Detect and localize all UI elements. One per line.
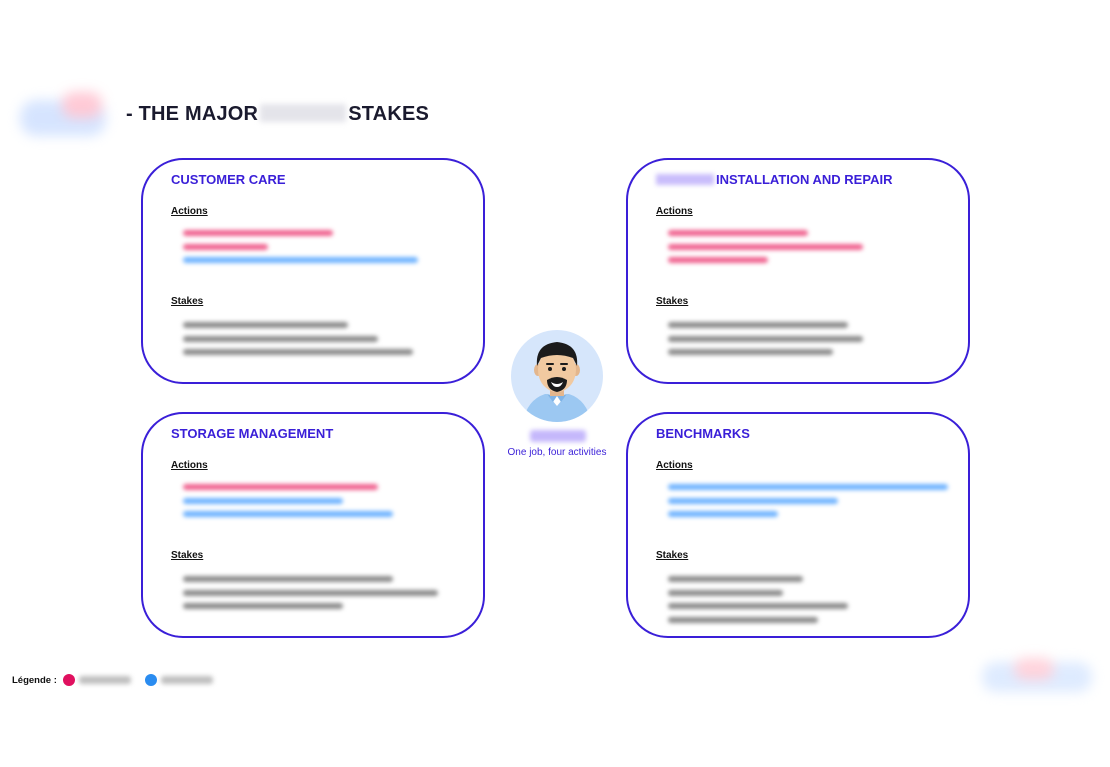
list-item — [183, 349, 413, 355]
card-installation-repair: INSTALLATION AND REPAIR Actions Stakes — [626, 158, 970, 384]
page-title: - THE MAJOR STAKES — [126, 103, 429, 126]
actions-label: Actions — [171, 460, 208, 471]
list-item — [183, 511, 393, 517]
list-item — [668, 497, 838, 504]
list-item — [183, 497, 343, 504]
company-logo-icon — [14, 78, 118, 150]
redacted-text — [656, 174, 714, 185]
stakes-list — [668, 322, 958, 363]
actions-label: Actions — [656, 206, 693, 217]
list-item — [183, 322, 348, 328]
list-item — [183, 576, 393, 582]
legend-label: Légende : — [12, 674, 57, 686]
stakes-label: Stakes — [171, 550, 204, 561]
stakes-label: Stakes — [171, 296, 204, 307]
list-item — [183, 603, 343, 609]
list-item — [668, 230, 808, 236]
legend: Légende : — [12, 672, 221, 688]
legend-blue-dot-icon — [144, 674, 157, 686]
list-item — [668, 603, 848, 609]
actions-list — [668, 230, 958, 271]
stakes-list — [183, 576, 473, 617]
partner-logo-icon — [978, 652, 1102, 704]
page-title-prefix: - THE MAJOR — [126, 103, 259, 125]
center-subtitle: One job, four activities — [507, 447, 607, 458]
card-storage-management: STORAGE MANAGEMENT Actions Stakes — [141, 412, 485, 638]
card-customer-care: CUSTOMER CARE Actions Stakes — [141, 158, 485, 384]
list-item — [668, 616, 818, 623]
redacted-text — [530, 430, 586, 442]
actions-list — [183, 230, 473, 271]
card-title: STORAGE MANAGEMENT — [171, 426, 334, 441]
legend-red-dot-icon — [62, 674, 75, 686]
list-item — [183, 335, 378, 342]
card-title-text: INSTALLATION AND REPAIR — [716, 172, 893, 187]
card-title: INSTALLATION AND REPAIR — [656, 172, 892, 187]
redacted-text — [260, 104, 347, 122]
list-item — [668, 257, 768, 263]
list-item — [668, 349, 833, 355]
list-item — [668, 335, 863, 342]
list-item — [668, 484, 948, 490]
actions-label: Actions — [171, 206, 208, 217]
redacted-text — [160, 676, 213, 684]
stakes-label: Stakes — [656, 550, 689, 561]
actions-list — [668, 484, 958, 525]
list-item — [668, 589, 783, 596]
page-title-suffix: STAKES — [348, 103, 430, 125]
actions-label: Actions — [656, 460, 693, 471]
list-item — [183, 589, 438, 596]
stakes-list — [183, 322, 473, 363]
list-item — [668, 511, 778, 517]
person-avatar-icon — [511, 330, 603, 422]
redacted-text — [78, 676, 131, 684]
list-item — [183, 230, 333, 236]
actions-list — [183, 484, 473, 525]
card-benchmarks: BENCHMARKS Actions Stakes — [626, 412, 970, 638]
list-item — [183, 243, 268, 250]
stakes-label: Stakes — [656, 296, 689, 307]
list-item — [668, 576, 803, 582]
card-title: BENCHMARKS — [656, 426, 750, 441]
list-item — [183, 484, 378, 490]
list-item — [668, 243, 863, 250]
stakes-list — [668, 576, 958, 630]
card-title: CUSTOMER CARE — [171, 172, 286, 187]
list-item — [668, 322, 848, 328]
list-item — [183, 257, 418, 263]
